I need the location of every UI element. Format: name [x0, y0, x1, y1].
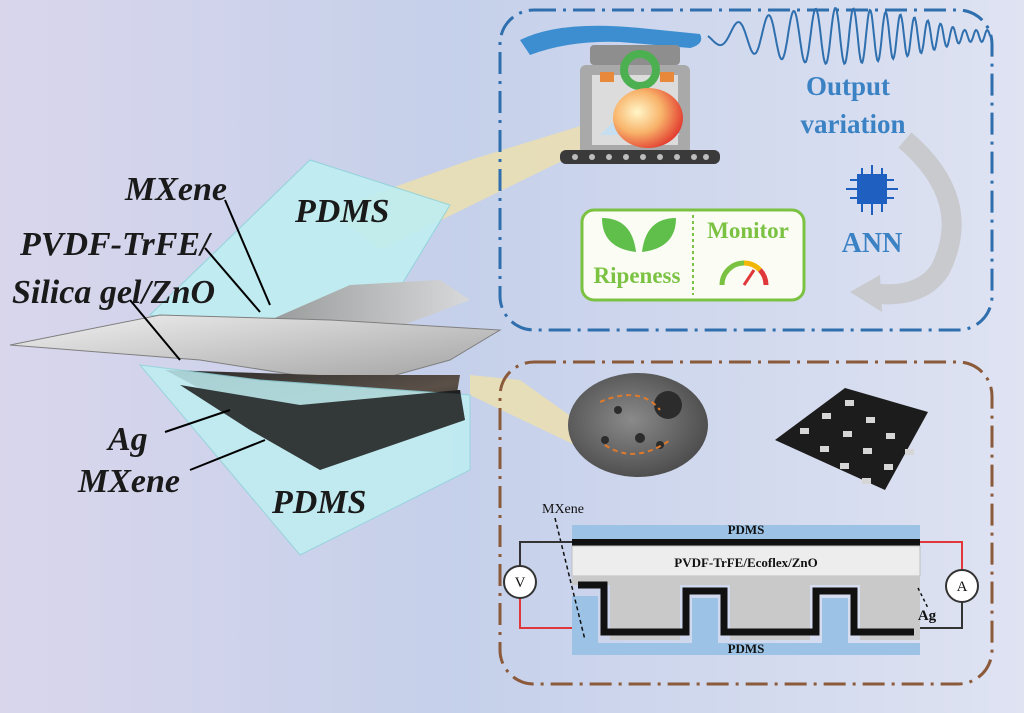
cs-pdms-top-label: PDMS [728, 522, 765, 537]
chip-icon [846, 165, 898, 215]
zoom-beam-bottom [470, 375, 590, 445]
cycle-arrow-icon [868, 132, 962, 305]
leader-silica [129, 299, 181, 361]
ammeter-icon [945, 569, 979, 603]
leader-pvdf [204, 247, 261, 313]
label-pdms-top: PDMS [294, 193, 389, 230]
ammeter-label: A [957, 579, 968, 595]
leader-mxene-top [224, 199, 271, 306]
voltmeter-label: V [515, 575, 526, 591]
device-cross-section [571, 525, 921, 655]
cs-pdms-bottom-label: PDMS [728, 641, 765, 656]
pvdf-silica-film [9, 314, 502, 386]
leader-ag [164, 409, 231, 433]
cs-ag-label: Ag [918, 608, 937, 624]
mxene-bottom-film-overlay [180, 385, 465, 470]
label-pdms-bottom: PDMS [271, 484, 366, 521]
label-ag: Ag [106, 421, 148, 458]
cs-mxene-label: MXene [542, 502, 584, 517]
leaf-icon [602, 218, 676, 252]
top-panel-border [498, 8, 994, 332]
ripeness-label: Ripeness [594, 263, 681, 288]
monitor-label: Monitor [707, 218, 789, 243]
micro-pillar-film [775, 388, 928, 490]
ann-label: ANN [842, 228, 903, 259]
label-mxene-top: MXene [124, 171, 227, 208]
sem-micrograph [568, 373, 708, 477]
leader-mxene-bottom [189, 439, 266, 471]
bottom-panel-border [498, 360, 994, 686]
voltmeter-icon [503, 565, 537, 599]
label-silica-gel-zno: Silica gel/ZnO [12, 274, 215, 311]
gauge-icon [719, 260, 769, 286]
gripper-device-icon [520, 25, 720, 164]
arrow-head-icon [850, 275, 882, 312]
output-label: Output [806, 71, 890, 101]
variation-label: variation [801, 109, 906, 139]
cs-middle-layer-label: PVDF-TrFE/Ecoflex/ZnO [674, 555, 817, 570]
label-pvdf-trfe: PVDF-TrFE/ [19, 226, 213, 263]
output-signal-waveform [707, 7, 991, 66]
measurement-circuit [519, 541, 963, 629]
label-mxene-bottom: MXene [77, 463, 180, 500]
cs-ag-leader [917, 587, 929, 609]
